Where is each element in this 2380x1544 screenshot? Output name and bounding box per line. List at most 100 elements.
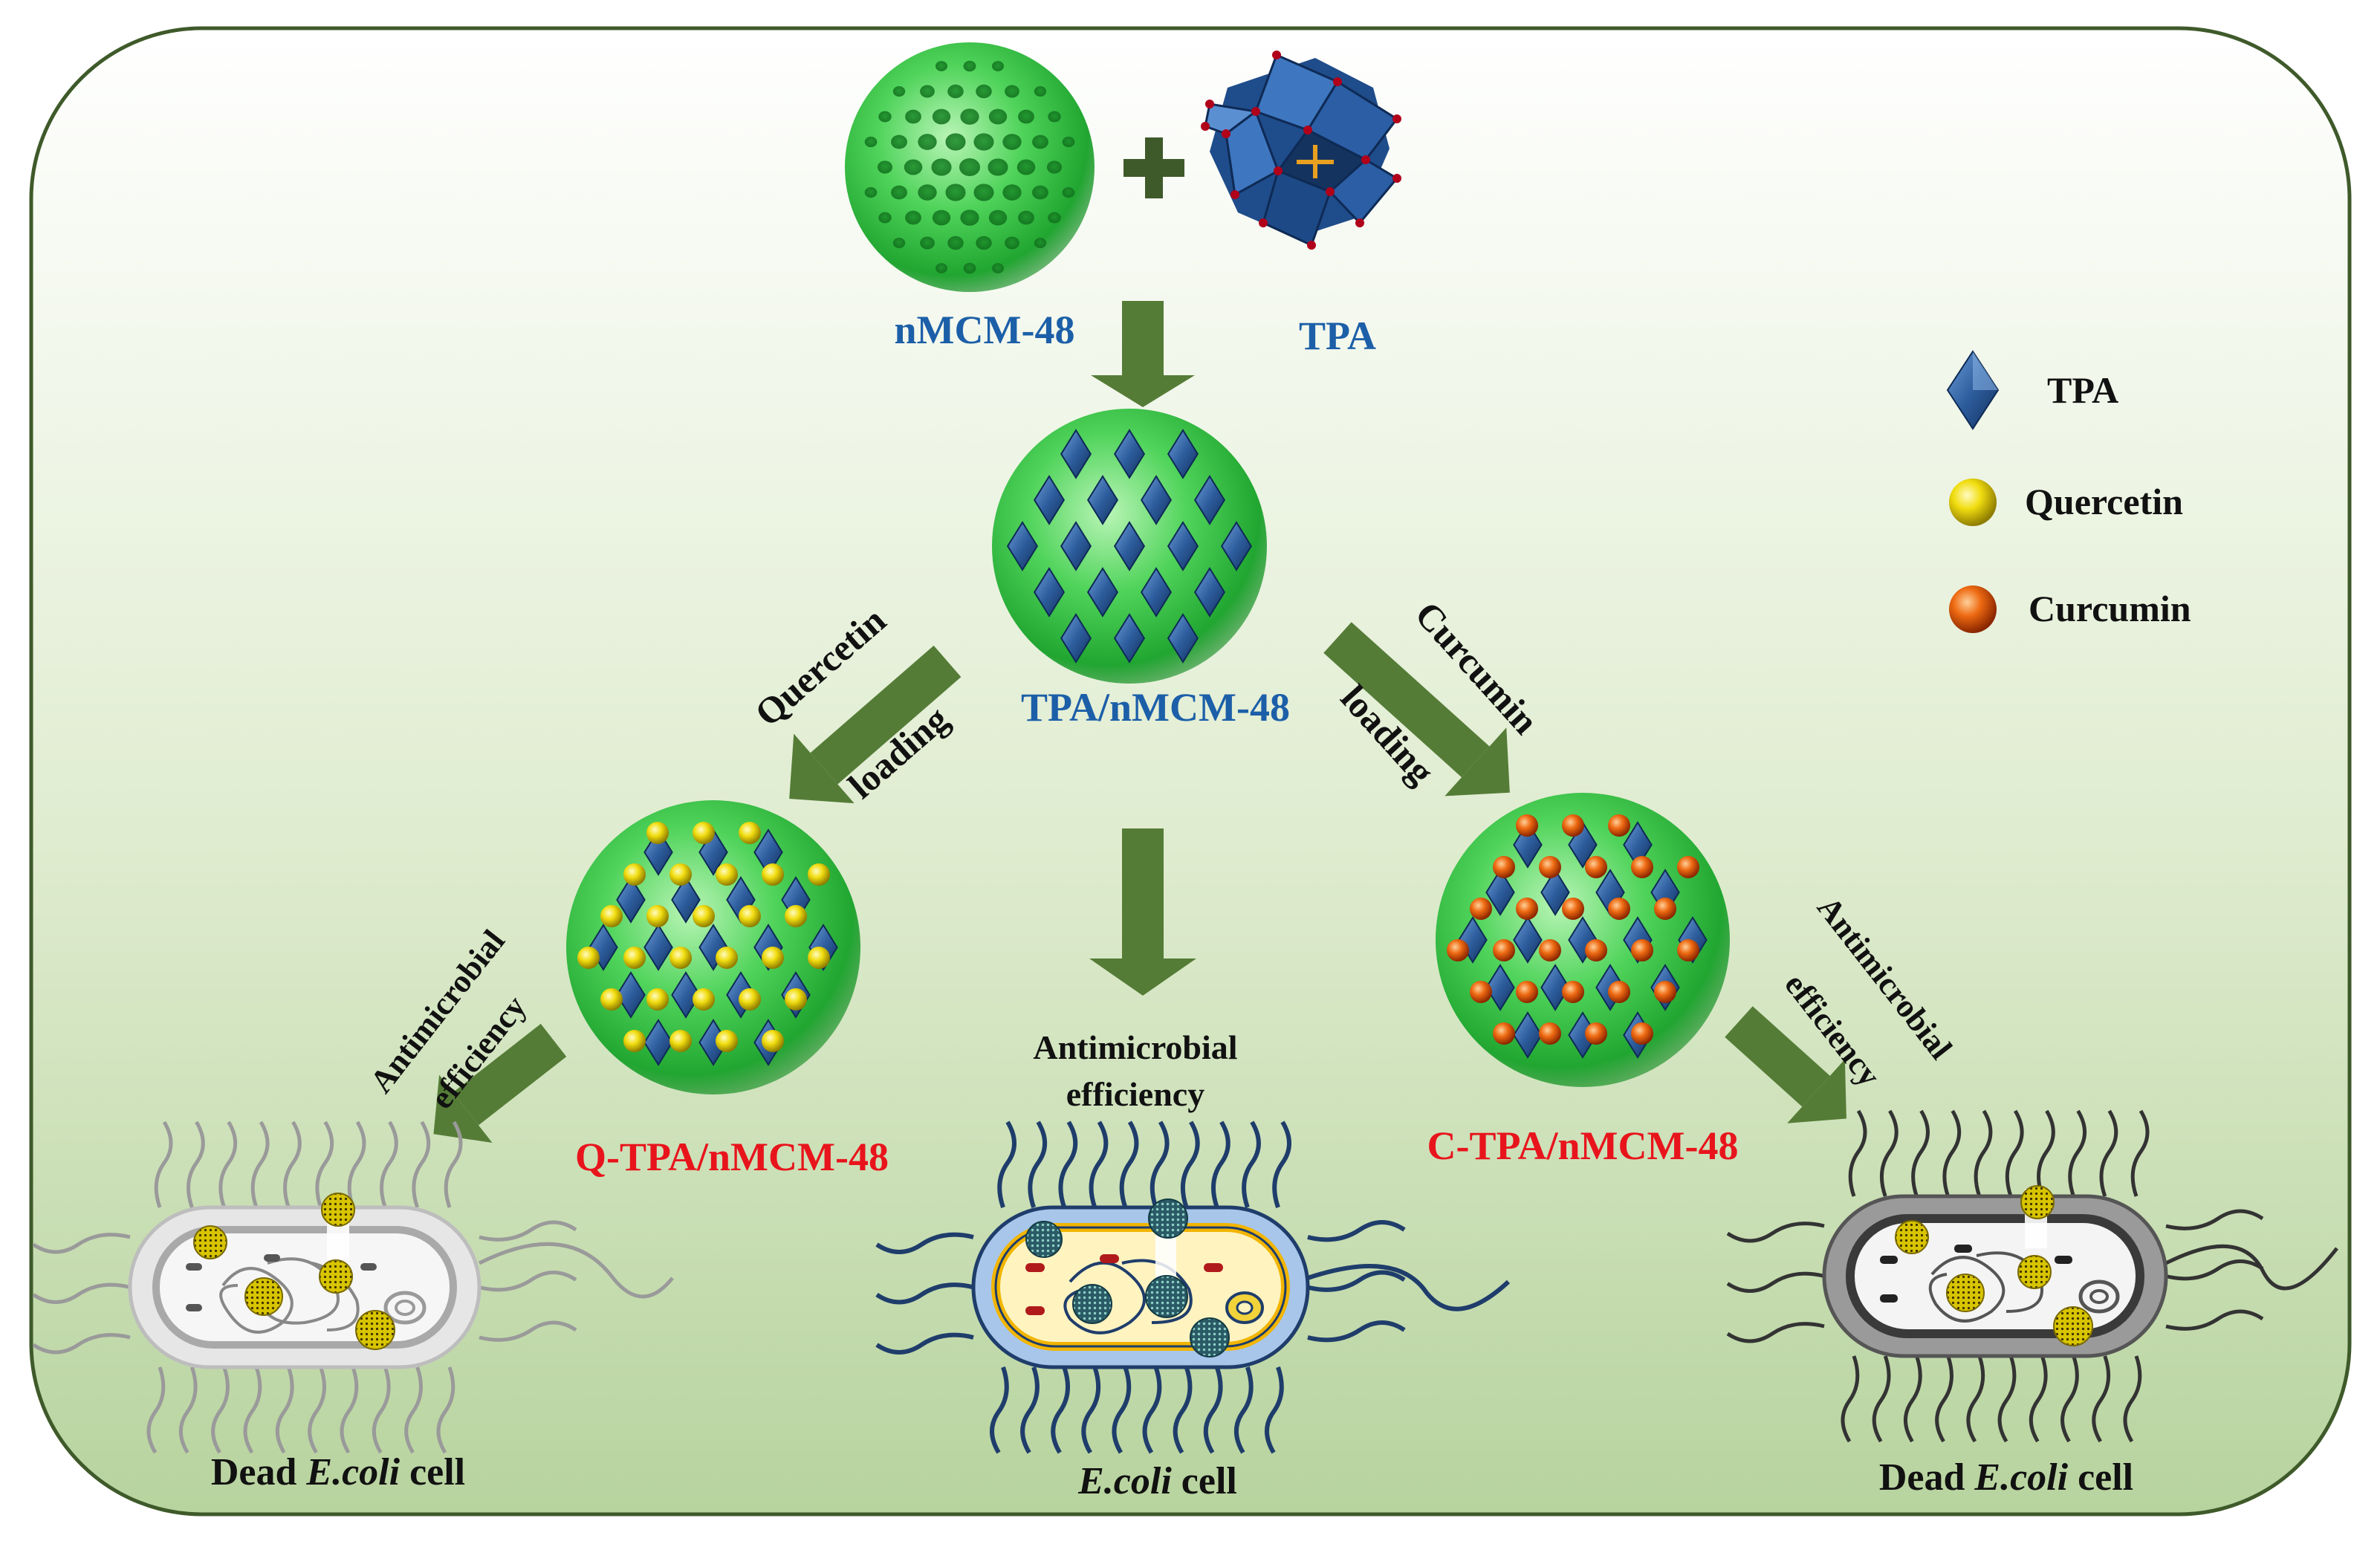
quercetin-nanoparticles [193, 1193, 395, 1350]
pore [892, 238, 906, 248]
tpa-diamond [1113, 521, 1146, 571]
flagellum [1848, 1109, 1867, 1197]
legend: TPA Quercetin Curcumin [1946, 350, 2191, 633]
pore [864, 136, 878, 148]
flagellum [1997, 1355, 2017, 1443]
curcumin-sphere [1447, 939, 1469, 961]
tpa-vertex [1205, 100, 1214, 108]
tpa-diamond [1220, 521, 1253, 571]
curcumin-sphere [1608, 981, 1630, 1003]
curcumin-sphere [1493, 1022, 1515, 1045]
flagellum [1211, 1120, 1230, 1208]
tpa-vertex [1361, 155, 1370, 164]
tpa-diamond [616, 876, 646, 924]
curcumin-sphere [1539, 856, 1561, 878]
pore [960, 108, 979, 125]
flagellum [997, 1120, 1016, 1208]
pore [947, 84, 964, 99]
pore [1046, 160, 1063, 174]
pore [991, 263, 1005, 273]
flagellum [1726, 1271, 1825, 1293]
curcumin-sphere [1654, 981, 1676, 1003]
flagellum [2165, 1209, 2264, 1230]
curcumin-sphere [1516, 814, 1538, 837]
dead-ecoli-cell-right [1726, 1109, 2338, 1443]
flagellum [1058, 1120, 1078, 1208]
curcumin-sphere [1585, 939, 1607, 961]
tpa-diamond [1086, 567, 1119, 617]
tpa-vertex [1307, 241, 1316, 250]
curcumin-sphere [1677, 939, 1699, 961]
curcumin-sphere [1470, 898, 1492, 920]
quercetin-sphere [693, 822, 715, 844]
tpa-diamond [1140, 475, 1173, 525]
quercetin-sphere [808, 863, 830, 886]
tpa-vertex [1272, 51, 1281, 59]
curcumin-sphere [1585, 856, 1607, 878]
arrow-q-antimicrobial [433, 1023, 567, 1144]
flagellum [1272, 1120, 1291, 1208]
tpa-vertex [1303, 126, 1312, 134]
tpa-cluster [1201, 51, 1401, 250]
quercetin-sphere [762, 1030, 784, 1052]
caption-ecoli-italic: E.coli [305, 1451, 400, 1493]
flagellum [436, 1366, 455, 1454]
tpa-diamond [671, 876, 701, 924]
flagellum [372, 1366, 391, 1454]
curcumin-sphere [1493, 939, 1515, 961]
tpa-diamond [1033, 567, 1066, 617]
flagellum [1242, 1120, 1261, 1208]
pore [935, 263, 948, 273]
caption-ecoli-italic: E.coli [1974, 1456, 2068, 1499]
curcumin-nanoparticles [1895, 1185, 2093, 1346]
tpa-diamond [808, 924, 838, 971]
arrow-center-down [1089, 828, 1196, 996]
pore [976, 84, 992, 99]
legend-curcumin-marker [1949, 586, 1997, 633]
tpa-diamond [1458, 916, 1488, 964]
tail-flagellum [2165, 1244, 2338, 1291]
flagellum [1112, 1366, 1132, 1454]
flagellum [990, 1366, 1009, 1454]
quercetin-sphere [646, 905, 669, 927]
quercetin-sphere [600, 905, 623, 927]
arrow-curcumin-loading [1323, 622, 1510, 797]
flagellum [1726, 1322, 1825, 1343]
flagellum [2068, 1109, 2087, 1197]
flagellum [2130, 1109, 2150, 1197]
flagellum [1935, 1355, 1953, 1443]
flagellum [404, 1366, 423, 1454]
tpa-diamond [1167, 613, 1199, 664]
flagellum [283, 1120, 302, 1208]
tpa-vertex [1392, 174, 1401, 183]
flagellum [875, 1282, 974, 1305]
flagellum [308, 1366, 326, 1454]
quercetin-sphere [577, 947, 600, 969]
flagellum [1233, 1366, 1254, 1454]
nmcm48-particle [845, 42, 1095, 292]
tpa-diamond [616, 971, 646, 1019]
quercetin-sphere [739, 905, 761, 927]
pore [920, 236, 935, 250]
pore [1018, 109, 1034, 124]
pore [988, 158, 1008, 176]
tpa-diamond [753, 924, 783, 971]
tpa-diamond [1513, 1011, 1543, 1059]
pore [1062, 136, 1075, 148]
pore [878, 212, 892, 224]
curcumin-sphere [1608, 898, 1630, 920]
tpa-diamond [1113, 613, 1146, 664]
pore [1018, 210, 1034, 225]
flagellum [479, 1220, 577, 1242]
tpa-vertex [1326, 187, 1335, 196]
quercetin-sphere [739, 822, 761, 844]
curcumin-sphere [1631, 1022, 1653, 1045]
flagellum [1150, 1120, 1170, 1208]
pore [1034, 238, 1047, 248]
pore [988, 108, 1008, 125]
flagellum [1307, 1320, 1406, 1343]
flagellum [2165, 1259, 2264, 1281]
label-nmcm48: nMCM-48 [895, 308, 1075, 352]
tpa-vertex [1259, 218, 1268, 227]
